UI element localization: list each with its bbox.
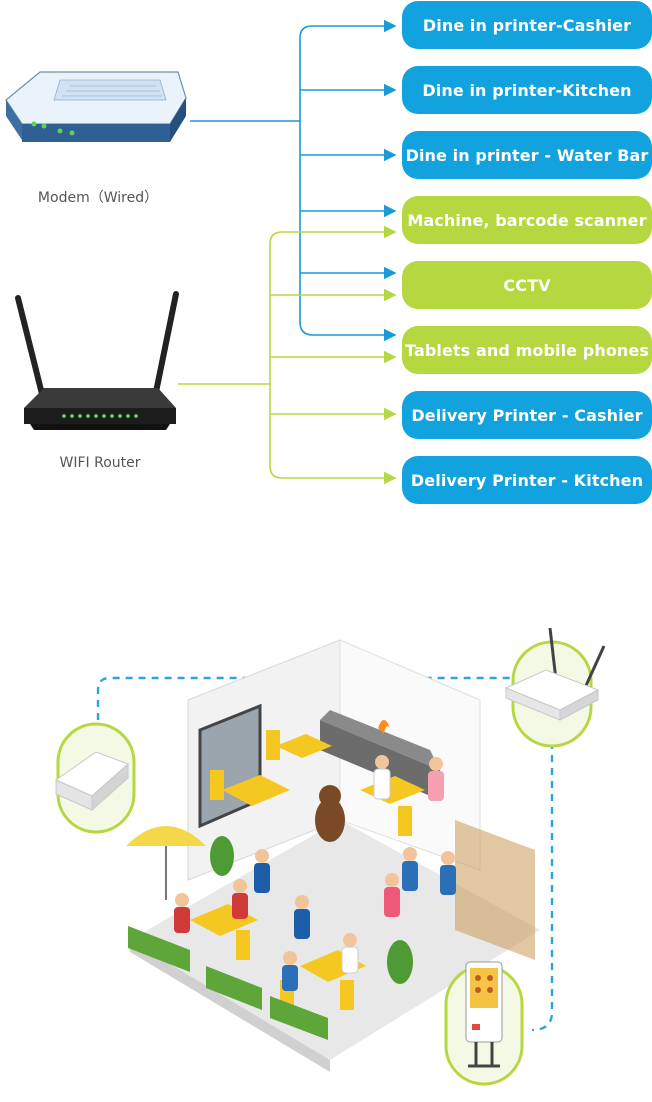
router-badge xyxy=(504,627,606,748)
modem-label: Modem（Wired） xyxy=(37,190,159,206)
self-service-kiosk-icon xyxy=(444,961,524,1086)
pill-dine-in-printer-cashier: Dine in printer-Cashier xyxy=(402,1,652,49)
pill-cctv: CCTV xyxy=(402,261,652,309)
wired-connections xyxy=(190,19,397,342)
pill-tablets-mobile-phones: Tablets and mobile phones xyxy=(402,326,652,374)
router-label: WIFI Router xyxy=(59,455,141,471)
modem-icon xyxy=(5,71,187,142)
wifi-connections xyxy=(178,225,397,485)
pill-machine-barcode-scanner: Machine, barcode scanner xyxy=(402,196,652,244)
modem-badge xyxy=(54,722,136,834)
restaurant-illustration-icon xyxy=(126,639,540,1072)
pill-delivery-printer-cashier: Delivery Printer - Cashier xyxy=(402,391,652,439)
pill-dine-in-printer-kitchen: Dine in printer-Kitchen xyxy=(402,66,652,114)
pill-dine-in-printer-water-bar: Dine in printer - Water Bar xyxy=(402,131,652,179)
pill-delivery-printer-kitchen: Delivery Printer - Kitchen xyxy=(402,456,652,504)
wifi-router-icon xyxy=(15,291,179,430)
dashed-network-lines xyxy=(96,676,554,1032)
